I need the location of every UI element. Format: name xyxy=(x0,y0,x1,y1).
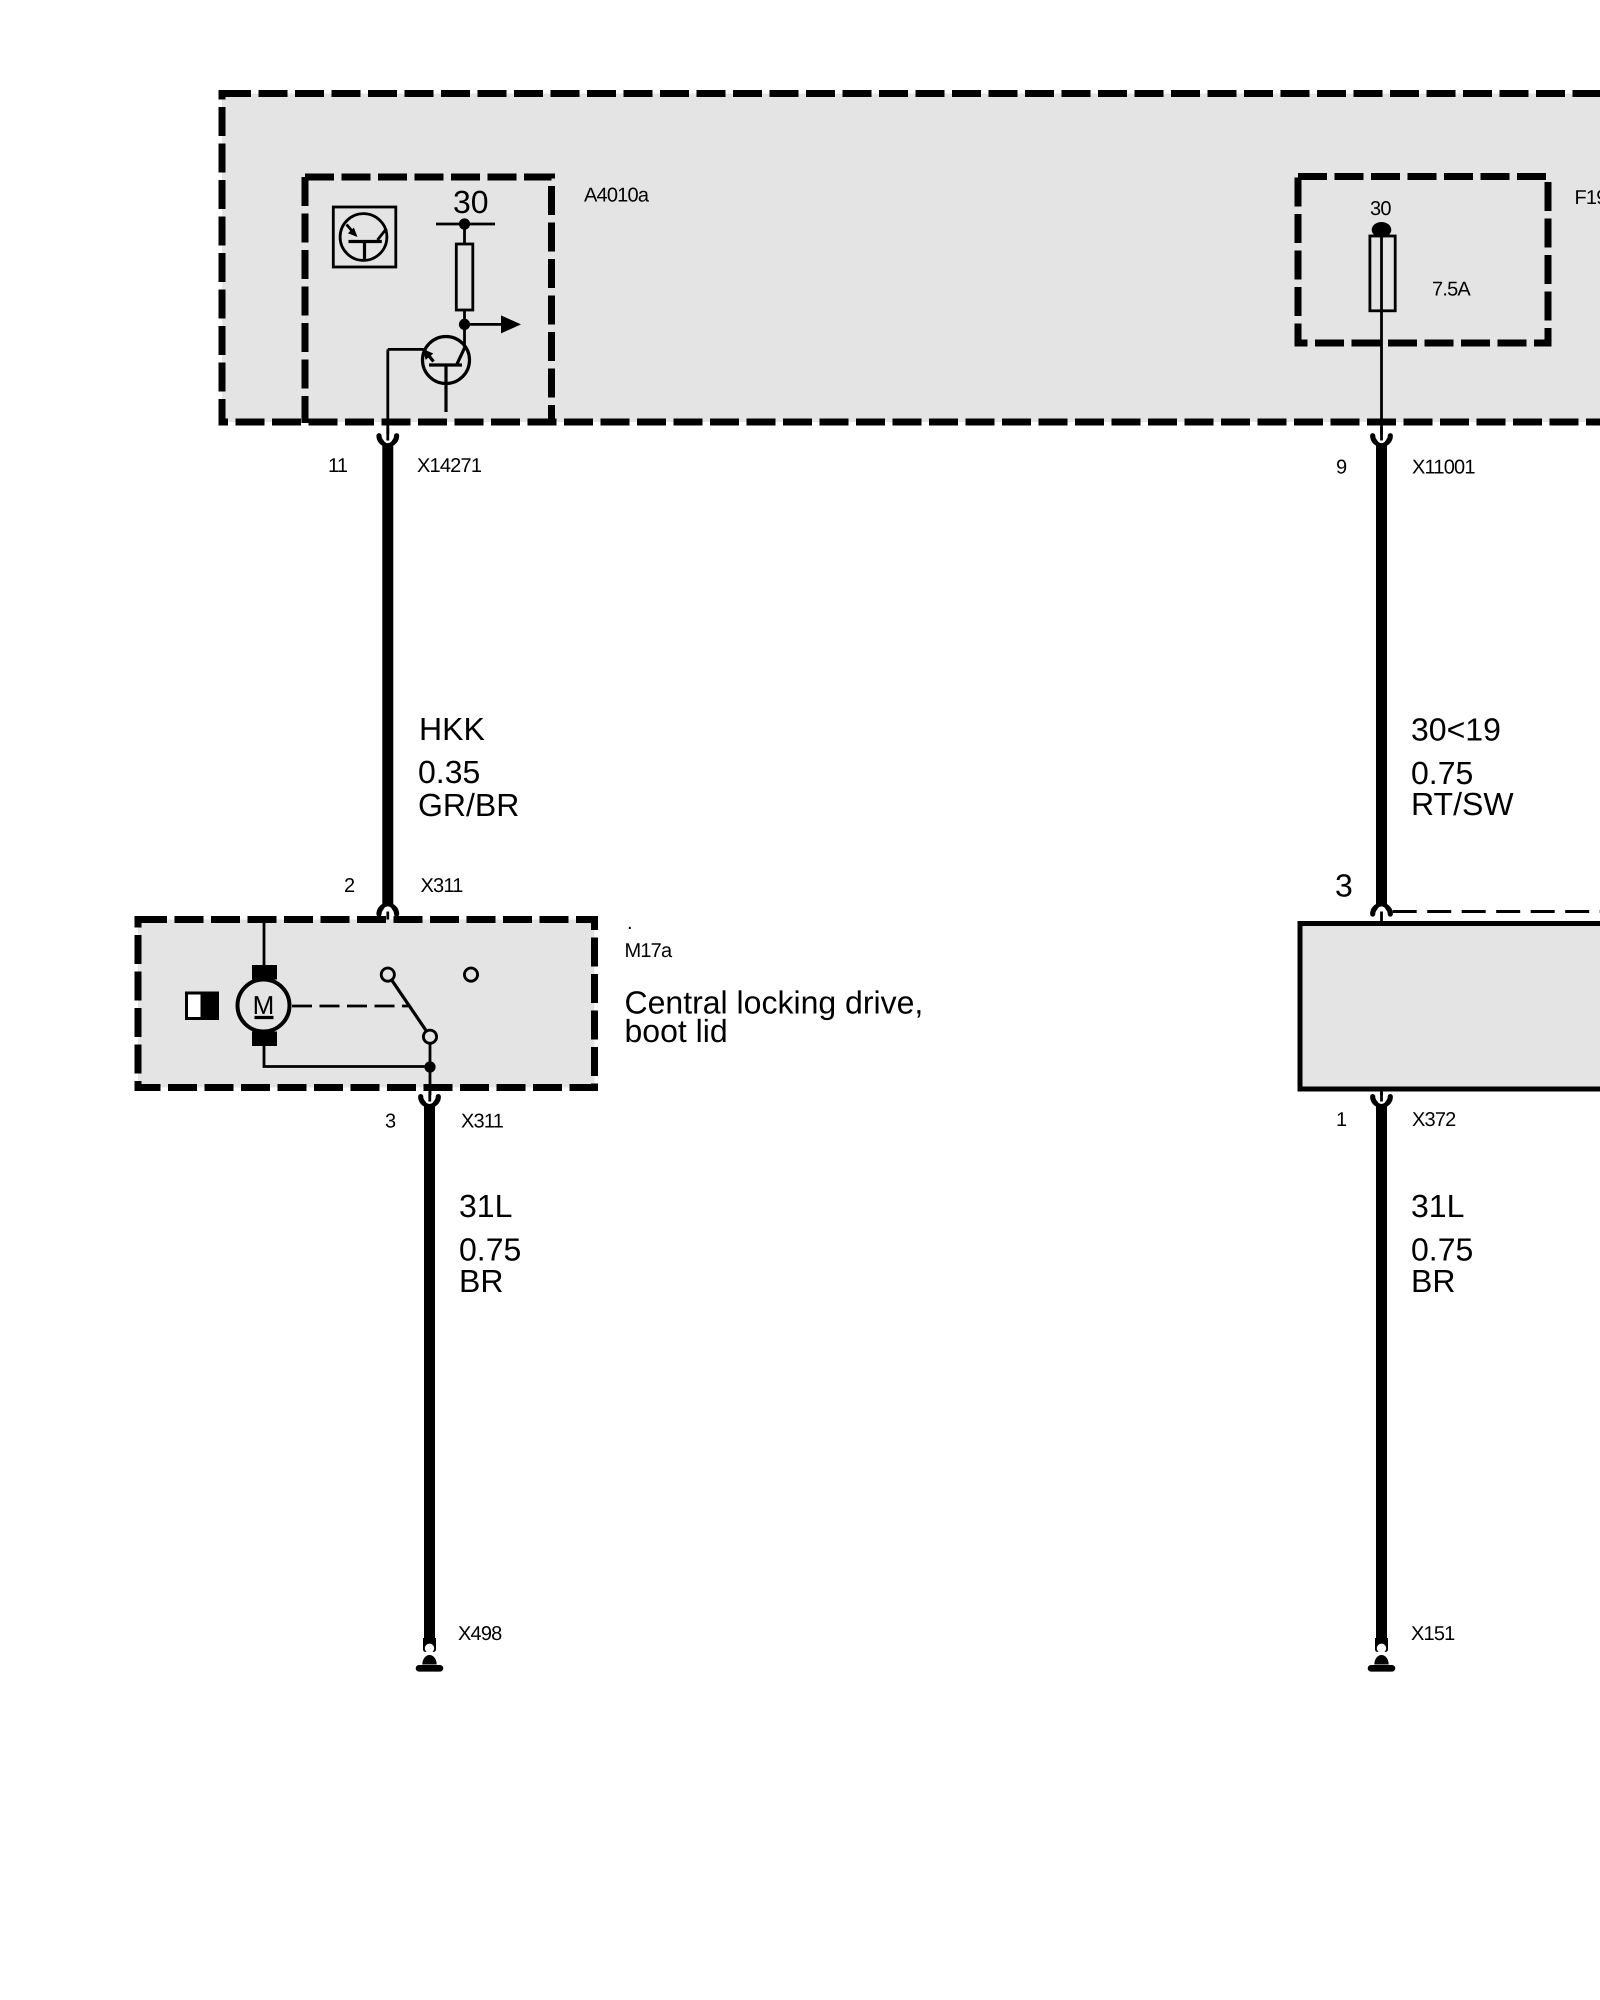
svg-text:31L: 31L xyxy=(1411,1188,1464,1224)
svg-text:X11001: X11001 xyxy=(1412,457,1475,479)
svg-text:BR: BR xyxy=(459,1263,503,1299)
svg-text:0.75: 0.75 xyxy=(459,1232,521,1268)
svg-text:2: 2 xyxy=(344,875,355,897)
svg-text:A4010a: A4010a xyxy=(584,185,650,207)
svg-text:X311: X311 xyxy=(421,875,464,897)
svg-text:31L: 31L xyxy=(459,1188,512,1224)
svg-text:BR: BR xyxy=(1411,1263,1455,1299)
svg-text:RT/SW: RT/SW xyxy=(1411,786,1514,822)
svg-text:X311: X311 xyxy=(461,1111,504,1133)
svg-text:Central locking drive,: Central locking drive, xyxy=(625,985,924,1021)
svg-text:F19: F19 xyxy=(1575,187,1600,209)
svg-text:M: M xyxy=(253,990,275,1020)
svg-text:HKK: HKK xyxy=(419,711,485,747)
svg-text:9: 9 xyxy=(1336,457,1347,479)
svg-text:X498: X498 xyxy=(458,1623,502,1645)
svg-text:30<19: 30<19 xyxy=(1411,712,1501,748)
svg-text:3: 3 xyxy=(1335,868,1353,904)
svg-text:0.75: 0.75 xyxy=(1411,1232,1473,1268)
svg-text:0.35: 0.35 xyxy=(418,754,480,790)
svg-text:GR/BR: GR/BR xyxy=(418,787,519,823)
svg-text:boot lid: boot lid xyxy=(625,1013,728,1049)
svg-text:0.75: 0.75 xyxy=(1411,755,1473,791)
svg-text:3: 3 xyxy=(385,1111,396,1133)
svg-text:.: . xyxy=(627,912,632,934)
svg-text:1: 1 xyxy=(1336,1109,1347,1131)
svg-text:11: 11 xyxy=(328,455,348,477)
svg-text:30: 30 xyxy=(1370,198,1391,220)
svg-text:7.5A: 7.5A xyxy=(1432,279,1471,301)
svg-text:X14271: X14271 xyxy=(417,455,482,477)
svg-text:X372: X372 xyxy=(1412,1109,1456,1131)
svg-text:X151: X151 xyxy=(1411,1623,1455,1645)
svg-text:M17a: M17a xyxy=(625,940,674,962)
svg-text:30: 30 xyxy=(453,184,489,220)
